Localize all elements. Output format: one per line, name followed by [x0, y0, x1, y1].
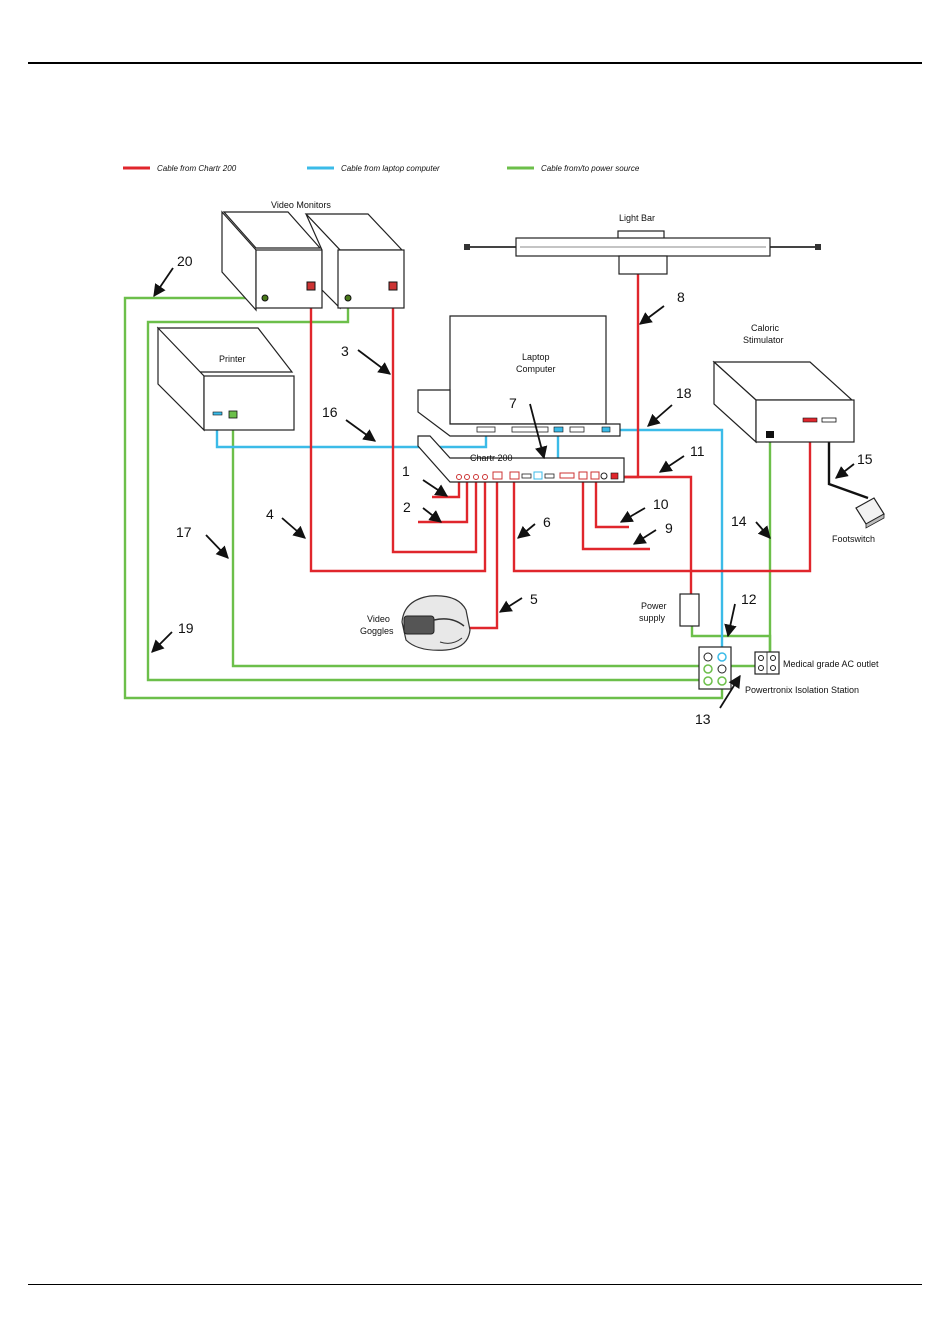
- legend-label-green: Cable from/to power source: [541, 164, 640, 173]
- callout-15: 15: [857, 451, 873, 467]
- callout-3: 3: [341, 343, 349, 359]
- chartr-200: Chartr 200: [418, 436, 624, 482]
- isolation-station-label: Powertronix Isolation Station: [745, 685, 859, 695]
- caloric-stimulator: Caloric Stimulator: [714, 323, 854, 442]
- footswitch: Footswitch: [832, 498, 884, 544]
- callout-12: 12: [741, 591, 757, 607]
- callout-10: 10: [653, 496, 669, 512]
- ac-outlet-label: Medical grade AC outlet: [783, 659, 879, 669]
- callout-2: 2: [403, 499, 411, 515]
- callout-9: 9: [665, 520, 673, 536]
- caloric-label-line2: Stimulator: [743, 335, 784, 345]
- callout-4: 4: [266, 506, 274, 522]
- printer: Printer: [158, 328, 294, 430]
- ac-outlet: Medical grade AC outlet: [755, 652, 879, 674]
- callout-1: 1: [402, 463, 410, 479]
- callout-5: 5: [530, 591, 538, 607]
- laptop-label-line2: Computer: [516, 364, 556, 374]
- light-bar: Light Bar: [464, 213, 821, 274]
- callout-19: 19: [178, 620, 194, 636]
- goggles-label-line1: Video: [367, 614, 390, 624]
- callout-16: 16: [322, 404, 338, 420]
- power-supply: Power supply: [639, 594, 699, 626]
- callout-20: 20: [177, 253, 193, 269]
- monitor-2-power-port: [345, 295, 351, 301]
- monitor-1-video-port: [307, 282, 315, 290]
- light-bar-label: Light Bar: [619, 213, 655, 223]
- callout-6: 6: [543, 514, 551, 530]
- callout-11: 11: [690, 443, 705, 459]
- goggles-label-line2: Goggles: [360, 626, 394, 636]
- power-supply-label-line1: Power: [641, 601, 667, 611]
- printer-power-port: [229, 411, 237, 418]
- callout-14: 14: [731, 513, 747, 529]
- monitor-2-video-port: [389, 282, 397, 290]
- printer-label: Printer: [219, 354, 246, 364]
- power-supply-label-line2: supply: [639, 613, 666, 623]
- callout-13: 13: [695, 711, 711, 727]
- printer-usb-port: [213, 412, 222, 415]
- laptop-computer: Laptop Computer: [418, 316, 620, 436]
- monitor-1-power-port: [262, 295, 268, 301]
- callout-17: 17: [176, 524, 192, 540]
- video-monitors: Video Monitors: [222, 200, 404, 310]
- legend: Cable from Chartr 200 Cable from laptop …: [123, 164, 640, 173]
- caloric-power-port: [766, 431, 774, 438]
- legend-label-blue: Cable from laptop computer: [341, 164, 440, 173]
- callout-8: 8: [677, 289, 685, 305]
- caloric-label-line1: Caloric: [751, 323, 780, 333]
- video-monitors-label: Video Monitors: [271, 200, 331, 210]
- chartr-label: Chartr 200: [470, 453, 513, 463]
- footswitch-label: Footswitch: [832, 534, 875, 544]
- callout-7: 7: [509, 395, 517, 411]
- video-goggles: Video Goggles: [360, 596, 470, 651]
- legend-label-red: Cable from Chartr 200: [157, 164, 237, 173]
- laptop-label-line1: Laptop: [522, 352, 550, 362]
- callout-18: 18: [676, 385, 692, 401]
